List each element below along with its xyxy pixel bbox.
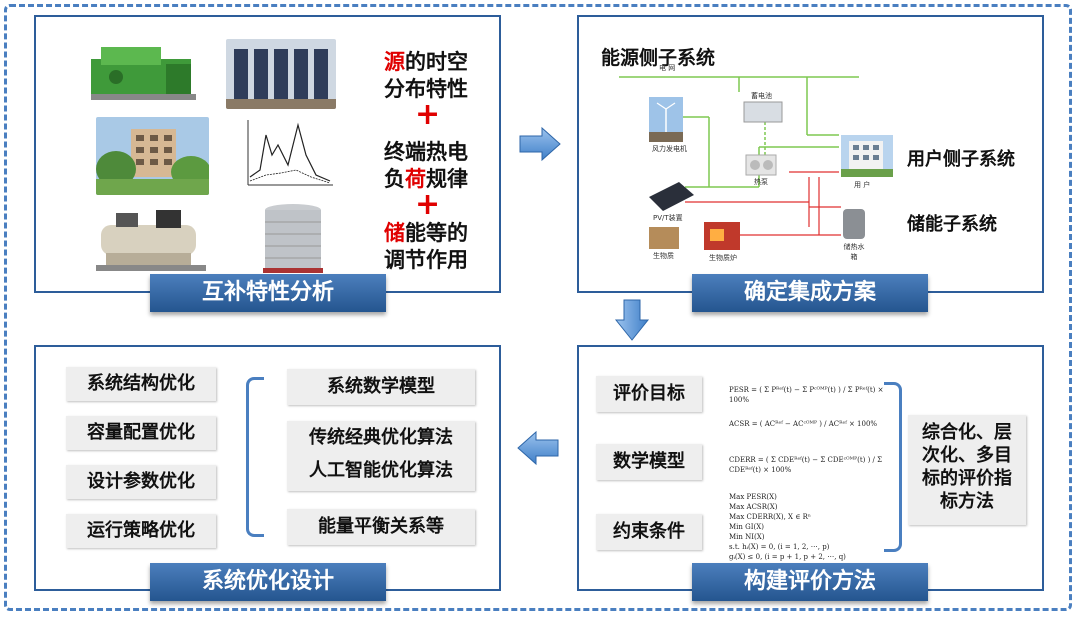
formula-cderr: CDERR = ( Σ CDEᴿᵉᶠ(t) − Σ CDEᶜᴼᴹᴾ(t) ) /… — [729, 456, 883, 474]
source-characteristics-text: 源的时空 分布特性 — [384, 50, 468, 101]
right-box-1: 系统数学模型 — [287, 369, 475, 405]
arrow-right-icon — [519, 126, 561, 162]
banner-integration-scheme: 确定集成方案 — [692, 274, 928, 312]
system-diagram — [619, 76, 893, 250]
load-characteristics-text: 终端热电 负荷规律 — [384, 140, 468, 191]
arrow-down-icon — [614, 299, 650, 341]
right-box-4: 能量平衡关系等 — [287, 509, 475, 545]
user-label: 用 户 — [854, 181, 871, 189]
energy-side-title: 能源侧子系统 — [601, 47, 716, 69]
load-curve-chart — [236, 115, 336, 195]
dashed-frame — [4, 4, 1072, 611]
tank-label: 储热水箱 — [843, 243, 865, 261]
solar-collector-image — [226, 39, 336, 109]
storage-title: 储能子系统 — [907, 214, 997, 235]
eval-box-2: 数学模型 — [596, 444, 702, 480]
biomass-label: 生物质 — [653, 252, 674, 260]
chiller-unit-image — [96, 210, 206, 271]
user-side-title: 用户侧子系统 — [907, 149, 1015, 170]
generator-image — [91, 47, 196, 100]
result-box: 综合化、层 次化、多目 标的评价指 标方法 — [908, 415, 1026, 525]
plus-sign-1: + — [415, 97, 441, 132]
plus-sign-2: + — [415, 187, 441, 222]
formula-constraints: Max PESR(X) Max ACSR(X) Max CDERR(X), X … — [729, 493, 846, 561]
arrow-left-icon — [517, 430, 559, 466]
banner-optimization-design: 系统优化设计 — [150, 563, 386, 601]
formula-acsr: ACSR = ( ACᴿᵉᶠ − ACᶜᴼᴹᴾ ) / ACᴿᵉᶠ × 100% — [729, 420, 878, 428]
eval-box-1: 评价目标 — [596, 376, 702, 412]
panel-integration-scheme: 能源侧子系统 电 网 — [577, 15, 1044, 293]
panel-evaluation-method: 评价目标 数学模型 约束条件 PESR = ( Σ Pᴿᵉᶠ(t) − Σ Pᶜ… — [577, 345, 1044, 591]
left-box-2: 容量配置优化 — [66, 416, 216, 450]
heatpump-label: 热泵 — [754, 178, 768, 186]
left-box-3: 设计参数优化 — [66, 465, 216, 499]
pvt-label: PV/T装置 — [653, 214, 683, 222]
panel-complementary-analysis: 源的时空 分布特性 + 终端热电 负荷规律 + 储能等的 调节作用 — [34, 15, 501, 293]
banner-complementary-analysis: 互补特性分析 — [150, 274, 386, 312]
formula-pesr: PESR = ( Σ Pᴿᵉᶠ(t) − Σ Pᶜᴼᴹᴾ(t) ) / Σ Pᴿ… — [729, 386, 884, 404]
battery-label: 蓄电池 — [751, 92, 772, 100]
grid-label: 电 网 — [659, 64, 676, 72]
wind-label: 风力发电机 — [652, 145, 687, 153]
storage-regulation-text: 储能等的 调节作用 — [384, 221, 468, 272]
residential-building-image — [96, 117, 209, 195]
banner-evaluation-method: 构建评价方法 — [692, 563, 928, 601]
right-box-2: 传统经典优化算法 人工智能优化算法 — [287, 421, 475, 491]
left-box-1: 系统结构优化 — [66, 367, 216, 401]
boiler-label: 生物质炉 — [709, 254, 737, 262]
eval-box-3: 约束条件 — [596, 514, 702, 550]
water-tank-image — [263, 204, 323, 273]
left-box-4: 运行策略优化 — [66, 514, 216, 548]
panel-optimization-design: 系统结构优化 容量配置优化 设计参数优化 运行策略优化 系统数学模型 传统经典优… — [34, 345, 501, 591]
left-brace — [246, 377, 264, 537]
eval-brace — [884, 382, 902, 552]
